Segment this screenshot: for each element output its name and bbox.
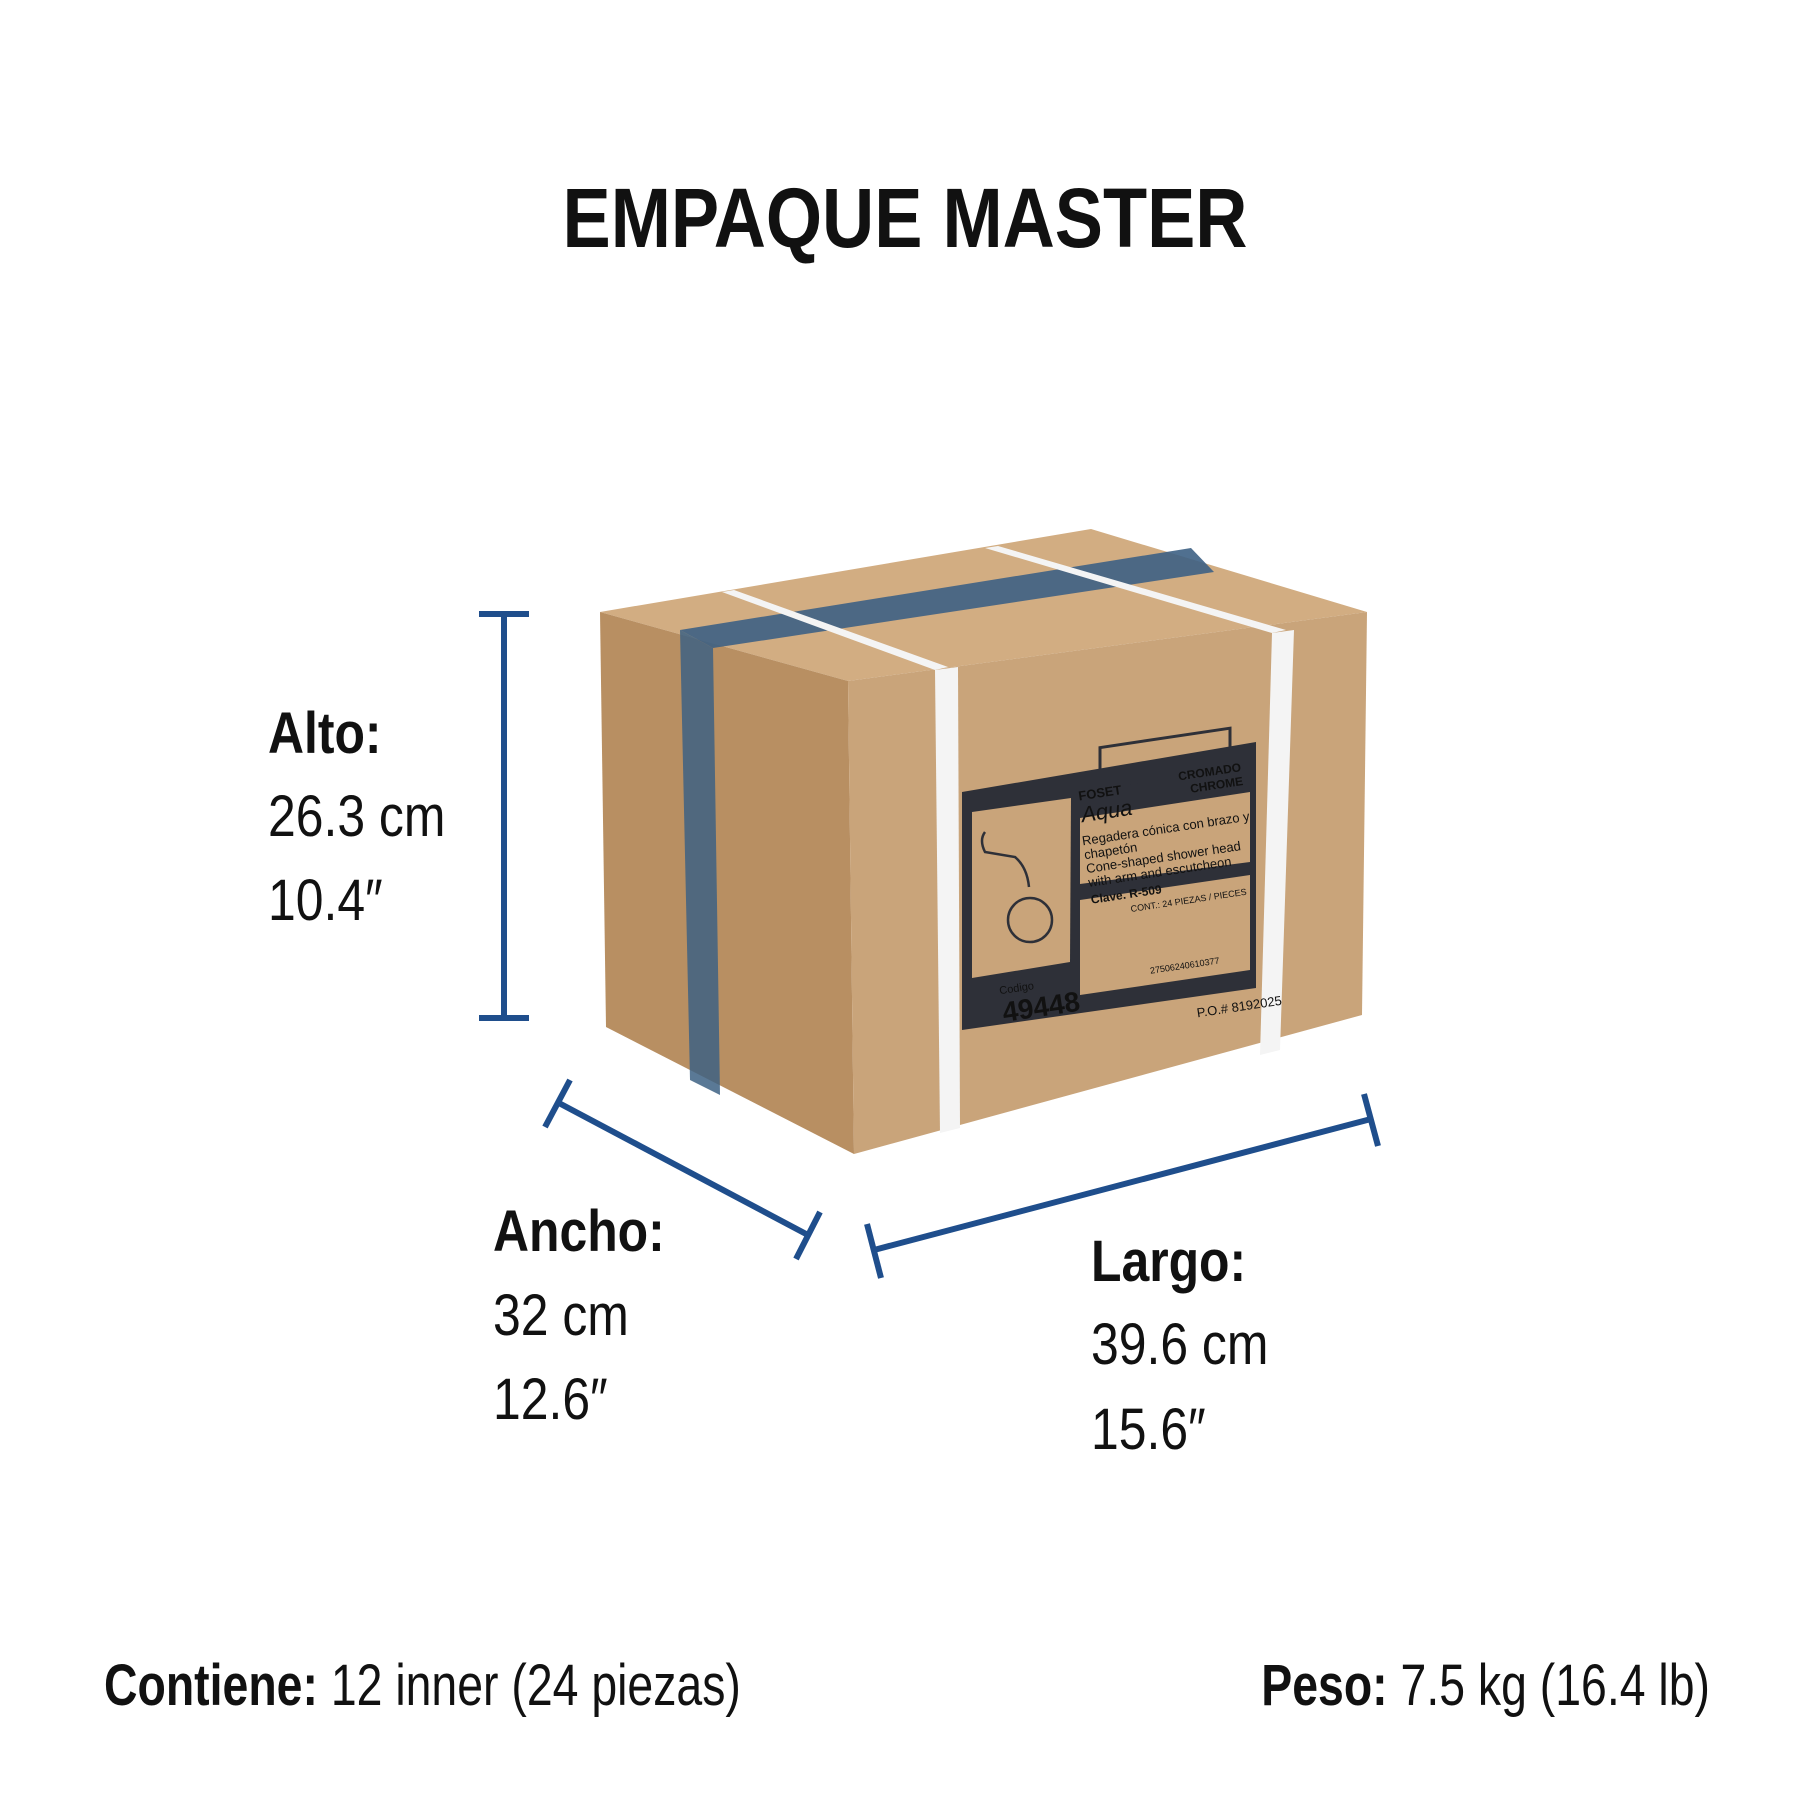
alto-imperial: 10.4″ <box>268 869 383 933</box>
cardboard-box: FOSET Aqua CROMADO CHROME Regadera cónic… <box>600 529 1367 1154</box>
alto-label: Alto: <box>268 702 382 766</box>
barcode <box>1098 726 1232 790</box>
ancho-metric: 32 cm <box>493 1284 629 1348</box>
codigo-label: Codigo <box>999 980 1035 997</box>
largo-imperial: 15.6″ <box>1091 1398 1206 1462</box>
box-left-face <box>600 612 854 1154</box>
strap-top <box>722 590 948 670</box>
largo-label: Largo: <box>1091 1230 1246 1294</box>
strap-top-2 <box>985 546 1286 633</box>
ancho-label: Ancho: <box>493 1200 665 1264</box>
peso-text: Peso: 7.5 kg (16.4 lb) <box>1261 1653 1710 1718</box>
shower-head-icon <box>980 831 1054 944</box>
alto-metric: 26.3 cm <box>268 785 445 849</box>
brand-text: FOSET <box>1077 782 1122 803</box>
peso-label: Peso: <box>1261 1653 1387 1718</box>
width-dimension-line <box>542 1078 823 1261</box>
contiene-text: Contiene: 12 inner (24 piezas) <box>104 1653 741 1718</box>
blue-tape-left <box>680 630 720 1095</box>
ancho-imperial: 12.6″ <box>493 1368 608 1432</box>
strap-front-2 <box>1260 630 1294 1055</box>
largo-metric: 39.6 cm <box>1091 1313 1268 1377</box>
length-dimension-line <box>864 1093 1381 1279</box>
contiene-value: 12 inner (24 piezas) <box>331 1653 741 1718</box>
page-title: EMPAQUE MASTER <box>563 171 1248 265</box>
contiene-label: Contiene: <box>104 1653 318 1718</box>
peso-value: 7.5 kg (16.4 lb) <box>1401 1653 1710 1718</box>
height-dimension-line <box>479 611 529 1021</box>
strap-front-1 <box>935 667 960 1133</box>
